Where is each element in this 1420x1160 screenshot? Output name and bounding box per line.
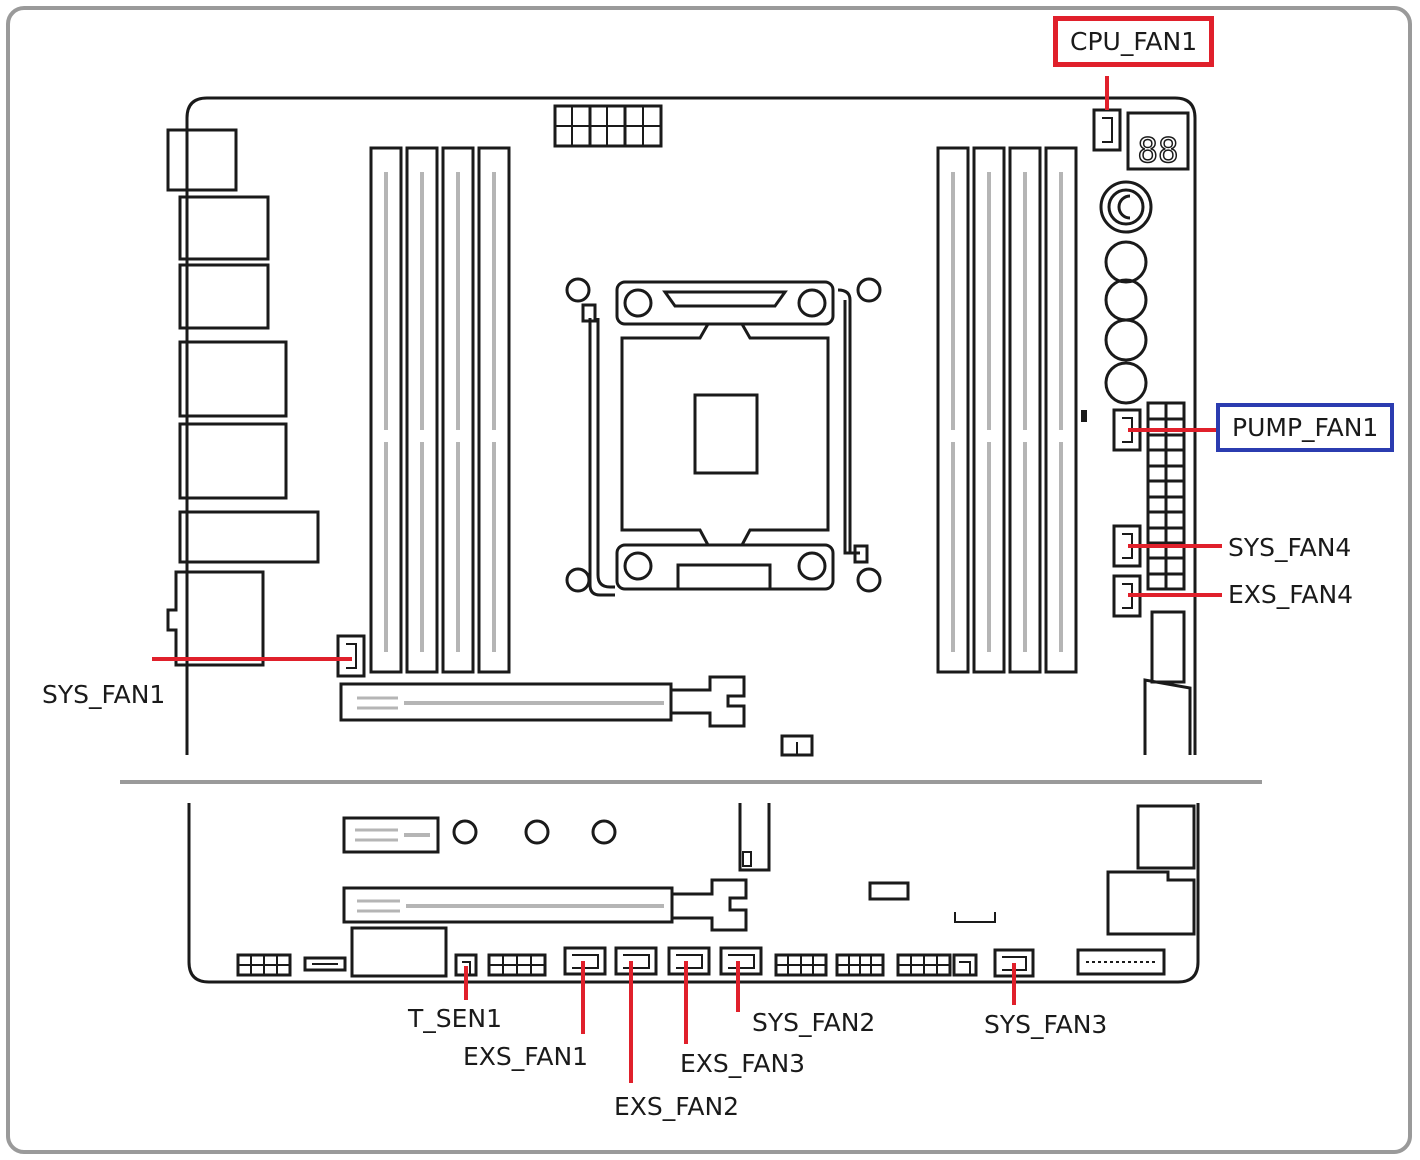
- audio-header: [487, 953, 547, 977]
- onboard-buttons: [1099, 180, 1153, 405]
- cpu-fan1-label: CPU_FAN1: [1053, 16, 1215, 67]
- debug-led-display: [1126, 111, 1190, 171]
- small-header-bottom: [868, 881, 910, 901]
- usb2-header-1: [774, 953, 828, 977]
- atx-24pin-connector: [1146, 401, 1186, 591]
- long-header: [1076, 948, 1166, 976]
- pump-fan1-label: PUMP_FAN1: [1216, 403, 1395, 452]
- sys-fan2-label: SYS_FAN2: [752, 1008, 876, 1037]
- front-panel-header-2: [896, 953, 952, 977]
- exs-fan3-label: EXS_FAN3: [680, 1049, 806, 1078]
- cpu-power-connector: [553, 104, 663, 148]
- exs-fan2-label: EXS_FAN2: [614, 1092, 740, 1121]
- pcie-slot-1: [339, 675, 746, 728]
- dimm-slots-right-inner: [951, 172, 1063, 652]
- sys-fan4-label: SYS_FAN4: [1228, 533, 1352, 562]
- t-sen1-label: T_SEN1: [408, 1004, 503, 1033]
- battery-block: [350, 926, 448, 978]
- jumper-header: [952, 953, 978, 977]
- sys-fan1-label: SYS_FAN1: [42, 680, 166, 709]
- pcie-x1-slot: [342, 816, 440, 854]
- dimm-slots-left: [369, 146, 511, 674]
- exs-fan3-header: [667, 946, 711, 976]
- rear-io-panel: [166, 128, 320, 667]
- front-panel-header-1: [236, 953, 292, 977]
- dimm-slots-left-inner: [384, 172, 496, 652]
- sata-connector: [1143, 678, 1192, 755]
- outer-frame: [6, 6, 1412, 1154]
- debug-led-digits: 88: [1138, 131, 1179, 171]
- sys-fan2-header: [719, 946, 763, 976]
- exs-fan2-header: [614, 946, 658, 976]
- right-bottom-connectors: [1106, 804, 1196, 936]
- heatsink-vertical: [738, 803, 771, 872]
- usb-front-header: [1150, 610, 1186, 684]
- sys-fan1-header: [336, 634, 366, 678]
- board-bottom-half: [187, 803, 1200, 984]
- cpu-socket: [565, 277, 882, 597]
- sys-fan3-label: SYS_FAN3: [984, 1010, 1108, 1039]
- cpu-fan1-header: [1092, 108, 1122, 152]
- usb2-header-2: [835, 953, 885, 977]
- dimm-slots-right: [936, 146, 1078, 674]
- small-header-2: [303, 956, 347, 972]
- exs-fan1-label: EXS_FAN1: [463, 1042, 589, 1071]
- pcie-slot-2: [342, 878, 748, 932]
- callout-lines: [152, 76, 1222, 1083]
- small-chip: [1081, 410, 1087, 422]
- board-top-half: [166, 96, 1197, 757]
- exs-fan4-label: EXS_FAN4: [1228, 580, 1354, 609]
